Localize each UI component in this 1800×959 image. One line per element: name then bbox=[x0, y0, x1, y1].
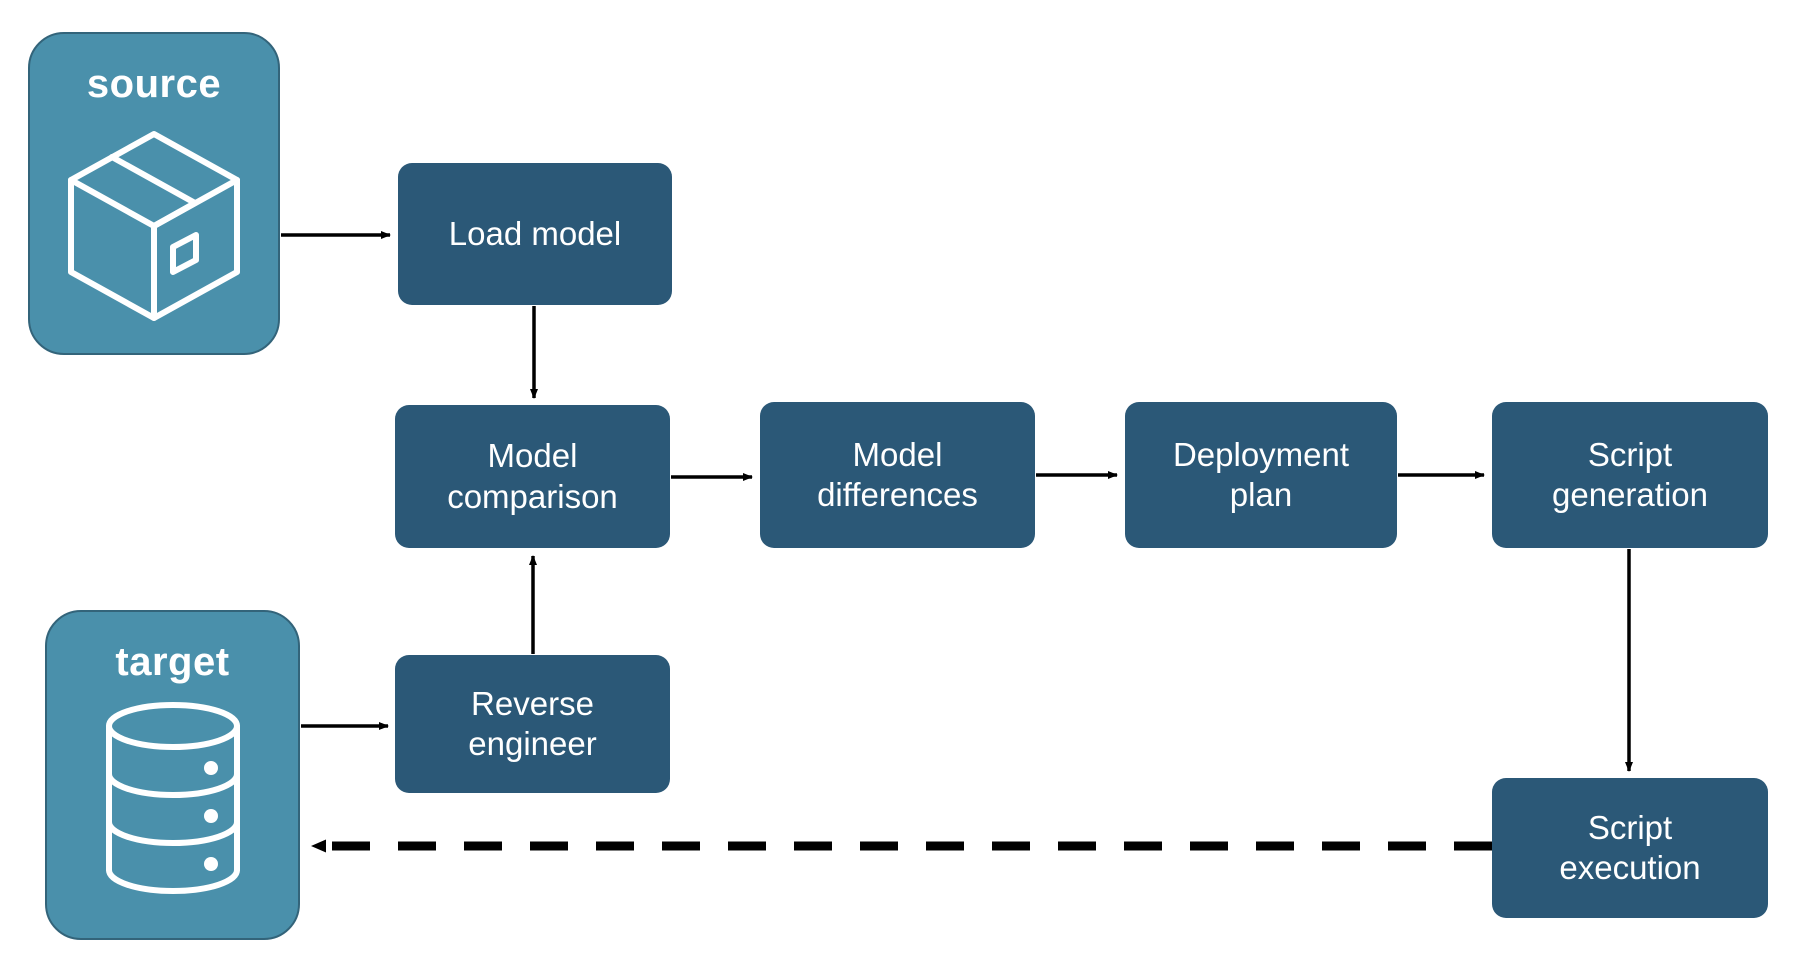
source-label: source bbox=[86, 62, 222, 106]
package-box-icon bbox=[59, 122, 249, 327]
process-script-execution-line-2: execution bbox=[1559, 849, 1701, 886]
process-model-differences-line-2: differences bbox=[817, 476, 978, 513]
database-cylinder-icon bbox=[93, 700, 253, 901]
process-model-differences-line-1: Model bbox=[852, 435, 943, 473]
process-script-execution-line-1: Script bbox=[1587, 808, 1673, 846]
process-model-comparison-line-1: Model bbox=[487, 437, 578, 475]
process-script-generation[interactable]: Script generation bbox=[1492, 402, 1768, 548]
process-reverse-engineer[interactable]: Reverse engineer bbox=[395, 655, 670, 793]
process-model-comparison[interactable]: Model comparison bbox=[395, 405, 670, 548]
process-reverse-engineer-line-2: engineer bbox=[468, 725, 597, 762]
target-label: target bbox=[115, 640, 230, 684]
process-script-generation-line-2: generation bbox=[1552, 476, 1708, 513]
target-node[interactable]: target bbox=[45, 610, 300, 940]
process-model-comparison-line-2: comparison bbox=[447, 477, 618, 515]
process-load-model-line-1: Load model bbox=[448, 214, 622, 252]
process-load-model[interactable]: Load model bbox=[398, 163, 672, 305]
process-script-generation-line-1: Script bbox=[1587, 435, 1673, 473]
process-script-execution[interactable]: Script execution bbox=[1492, 778, 1768, 918]
process-model-differences[interactable]: Model differences bbox=[760, 402, 1035, 548]
process-deployment-plan[interactable]: Deployment plan bbox=[1125, 402, 1397, 548]
process-deployment-plan-line-2: plan bbox=[1229, 476, 1293, 513]
process-reverse-engineer-line-1: Reverse bbox=[471, 684, 594, 722]
source-node[interactable]: source bbox=[28, 32, 280, 355]
process-deployment-plan-line-1: Deployment bbox=[1172, 435, 1350, 473]
